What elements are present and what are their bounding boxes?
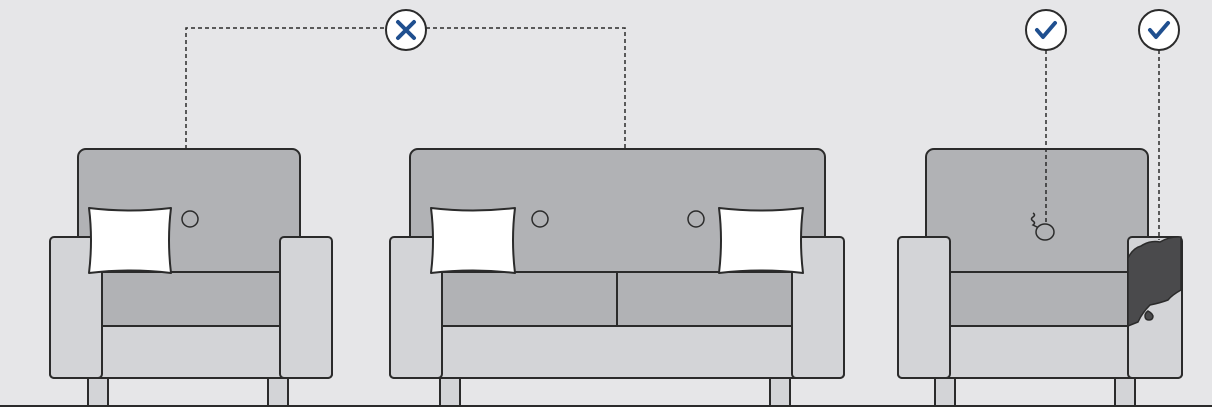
seat-cushion bbox=[616, 271, 793, 327]
check-mark-icon bbox=[1138, 9, 1180, 51]
armchair-right-damaged bbox=[897, 148, 1183, 407]
right-arm bbox=[279, 236, 333, 379]
right-arm bbox=[791, 236, 845, 379]
seat-cushion bbox=[441, 271, 618, 327]
tufting-button bbox=[687, 210, 705, 228]
leg bbox=[1114, 376, 1136, 407]
seat-cushion bbox=[949, 271, 1129, 327]
leg bbox=[267, 376, 289, 407]
leg bbox=[87, 376, 109, 407]
tufting-button bbox=[531, 210, 549, 228]
check-mark-icon bbox=[1025, 9, 1067, 51]
leg bbox=[439, 376, 461, 407]
pillow bbox=[718, 207, 804, 274]
pillow bbox=[430, 207, 516, 274]
loose-thread bbox=[1030, 212, 1040, 229]
tufting-button bbox=[181, 210, 199, 228]
stain-drop bbox=[1144, 310, 1154, 321]
armchair-left bbox=[49, 148, 333, 407]
sofa-middle bbox=[389, 148, 845, 407]
left-arm bbox=[897, 236, 951, 379]
leg bbox=[934, 376, 956, 407]
x-mark-icon bbox=[385, 9, 427, 51]
chair-back bbox=[925, 148, 1149, 280]
seat-cushion bbox=[101, 271, 281, 327]
leg bbox=[769, 376, 791, 407]
left-arm bbox=[389, 236, 443, 379]
leader-lines bbox=[185, 27, 1160, 240]
stain-damage bbox=[1127, 236, 1182, 328]
sofa-base bbox=[389, 325, 845, 379]
loose-button bbox=[1035, 223, 1055, 241]
reject-bracket-line bbox=[185, 27, 626, 149]
pillow bbox=[88, 207, 172, 274]
